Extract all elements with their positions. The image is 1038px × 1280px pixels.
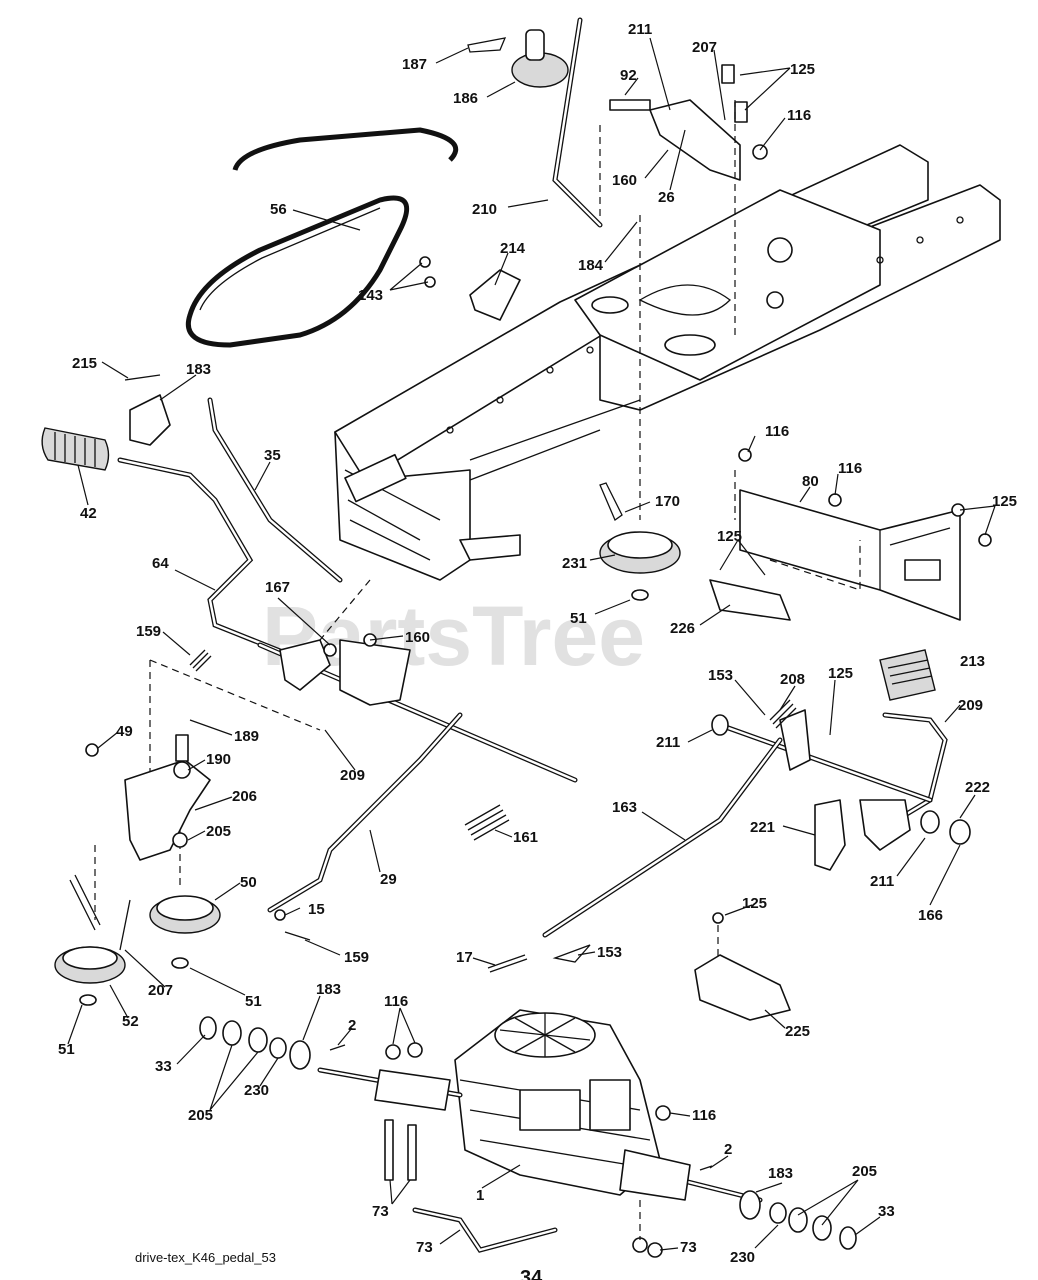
callout-label: 51 bbox=[570, 610, 587, 627]
callout-label: 183 bbox=[768, 1165, 793, 1182]
callout-label: 80 bbox=[802, 473, 819, 490]
callout-label: 2 bbox=[724, 1141, 732, 1158]
callout-label: 143 bbox=[358, 287, 383, 304]
callout-label: 92 bbox=[620, 67, 637, 84]
callout-label: 186 bbox=[453, 90, 478, 107]
callout-label: 42 bbox=[80, 505, 97, 522]
callout-label: 73 bbox=[372, 1203, 389, 1220]
callout-label: 209 bbox=[340, 767, 365, 784]
callout-label: 51 bbox=[58, 1041, 75, 1058]
callout-label: 225 bbox=[785, 1023, 810, 1040]
callout-label: 153 bbox=[708, 667, 733, 684]
callout-label: 125 bbox=[828, 665, 853, 682]
callout-label: 222 bbox=[965, 779, 990, 796]
callout-label: 170 bbox=[655, 493, 680, 510]
callout-label: 29 bbox=[380, 871, 397, 888]
callout-label: 189 bbox=[234, 728, 259, 745]
page-number: 34 bbox=[520, 1267, 543, 1280]
callout-label: 213 bbox=[960, 653, 985, 670]
callout-label: 116 bbox=[765, 423, 789, 440]
callout-label: 116 bbox=[692, 1107, 716, 1124]
callout-label: 184 bbox=[578, 257, 604, 274]
callout-labels: 187 186 211 207 125 92 116 160 26 210 56… bbox=[58, 21, 1017, 1266]
callout-label: 187 bbox=[402, 56, 427, 73]
callout-label: 51 bbox=[245, 993, 262, 1010]
callout-label: 205 bbox=[188, 1107, 213, 1124]
callout-label: 17 bbox=[456, 949, 473, 966]
callout-label: 125 bbox=[992, 493, 1017, 510]
callout-label: 209 bbox=[958, 697, 983, 714]
right-bracket-assembly bbox=[709, 448, 992, 621]
callout-label: 183 bbox=[316, 981, 341, 998]
callout-label: 167 bbox=[265, 579, 290, 596]
leader-lines bbox=[67, 37, 996, 1251]
callout-label: 125 bbox=[742, 895, 767, 912]
callout-label: 2 bbox=[348, 1017, 356, 1034]
callout-label: 211 bbox=[656, 734, 680, 751]
callout-label: 183 bbox=[186, 361, 211, 378]
callout-label: 125 bbox=[717, 528, 742, 545]
callout-label: 230 bbox=[730, 1249, 755, 1266]
callout-label: 207 bbox=[692, 39, 717, 56]
callout-label: 116 bbox=[384, 993, 408, 1010]
callout-label: 211 bbox=[628, 21, 652, 38]
callout-label: 214 bbox=[500, 240, 526, 257]
callout-label: 208 bbox=[780, 671, 805, 688]
drive-belt bbox=[186, 127, 459, 348]
callout-label: 159 bbox=[344, 949, 369, 966]
callout-label: 64 bbox=[152, 555, 169, 572]
callout-label: 160 bbox=[405, 629, 430, 646]
callout-label: 190 bbox=[206, 751, 231, 768]
center-pulley bbox=[599, 482, 681, 601]
frame-assembly bbox=[334, 144, 1001, 581]
callout-label: 116 bbox=[838, 460, 862, 477]
callout-label: 33 bbox=[155, 1058, 172, 1075]
callout-label: 73 bbox=[416, 1239, 433, 1256]
callout-label: 206 bbox=[232, 788, 257, 805]
callout-label: 125 bbox=[790, 61, 815, 78]
callout-label: 15 bbox=[308, 901, 325, 918]
callout-label: 226 bbox=[670, 620, 695, 637]
callout-label: 159 bbox=[136, 623, 161, 640]
callout-label: 207 bbox=[148, 982, 173, 999]
diagram-caption: drive-tex_K46_pedal_53 bbox=[135, 1250, 276, 1265]
upper-parts bbox=[419, 17, 768, 321]
callout-label: 73 bbox=[680, 1239, 697, 1256]
callout-label: 56 bbox=[270, 201, 287, 218]
callout-label: 211 bbox=[870, 873, 894, 890]
callout-label: 166 bbox=[918, 907, 943, 924]
callout-label: 116 bbox=[787, 107, 811, 124]
callout-label: 26 bbox=[658, 189, 675, 206]
callout-label: 1 bbox=[476, 1187, 484, 1204]
callout-label: 215 bbox=[72, 355, 97, 372]
callout-label: 153 bbox=[597, 944, 622, 961]
callout-label: 210 bbox=[472, 201, 497, 218]
callout-label: 205 bbox=[206, 823, 231, 840]
callout-label: 33 bbox=[878, 1203, 895, 1220]
callout-label: 205 bbox=[852, 1163, 877, 1180]
pedal-assembly bbox=[487, 649, 971, 1021]
callout-label: 160 bbox=[612, 172, 637, 189]
callout-label: 35 bbox=[264, 447, 281, 464]
transaxle-assembly bbox=[199, 1009, 857, 1258]
callout-label: 52 bbox=[122, 1013, 139, 1030]
callout-label: 50 bbox=[240, 874, 257, 891]
callout-label: 221 bbox=[750, 819, 775, 836]
callout-label: 231 bbox=[562, 555, 587, 572]
callout-label: 163 bbox=[612, 799, 637, 816]
callout-label: 161 bbox=[513, 829, 538, 846]
callout-label: 49 bbox=[116, 723, 133, 740]
idler-bracket bbox=[54, 734, 221, 1006]
callout-label: 230 bbox=[244, 1082, 269, 1099]
left-lever-assembly bbox=[41, 374, 578, 941]
